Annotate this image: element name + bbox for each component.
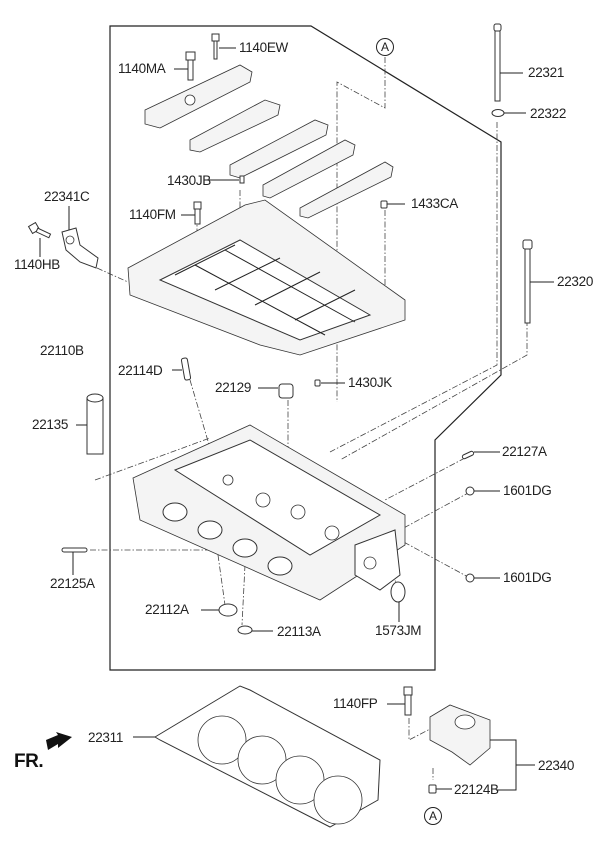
label-1140HB: 1140HB [14, 257, 60, 272]
camshaft-carrier [127, 199, 406, 356]
pin-1430JK [314, 379, 321, 387]
label-22321: 22321 [528, 65, 565, 80]
label-22129: 22129 [215, 380, 252, 395]
label-22113A: 22113A [277, 624, 321, 639]
label-1573JM: 1573JM [375, 623, 422, 638]
tube-22135 [76, 393, 104, 455]
cylinder-head [132, 424, 406, 601]
label-22110B: 22110B [40, 343, 84, 358]
reference-marker-a-top: A [376, 38, 394, 56]
front-arrow-icon [46, 732, 72, 750]
plug-1573JM [390, 581, 406, 603]
label-1140MA: 1140MA [118, 61, 166, 76]
label-1601DG-lower: 1601DG [503, 570, 552, 585]
head-bolt-22321 [493, 23, 523, 102]
label-22341C: 22341C [44, 189, 90, 204]
guide-22114D [180, 357, 192, 381]
label-1430JK: 1430JK [348, 375, 392, 390]
bolt-1140EW [211, 33, 236, 60]
label-22114D: 22114D [118, 363, 163, 378]
label-22124B: 22124B [454, 782, 499, 797]
label-22340: 22340 [538, 758, 575, 773]
bolt-1140MA [174, 51, 196, 81]
label-1140FM: 1140FM [129, 207, 176, 222]
head-bolt-22320 [522, 239, 554, 324]
label-22127A: 22127A [502, 444, 547, 459]
assembly-frame [109, 25, 502, 671]
bolt-1140FP [387, 686, 413, 716]
label-22112A: 22112A [145, 602, 189, 617]
washer-22322 [491, 109, 526, 117]
stud-22125A [61, 547, 88, 553]
stud-22127A [461, 450, 475, 460]
label-22311: 22311 [88, 730, 124, 745]
bolt-1140FM [181, 201, 202, 225]
label-1430JB: 1430JB [167, 173, 211, 188]
label-22135: 22135 [32, 417, 69, 432]
seal-ring-22112A [218, 603, 238, 617]
ball-plug-1601DG-lower [465, 573, 475, 583]
pin-1430JB [239, 175, 245, 184]
bolt-1140HB [27, 221, 52, 257]
pin-1433CA [380, 200, 388, 209]
dowel-22124B [428, 784, 437, 794]
front-direction-label: FR. [14, 751, 44, 772]
label-22125A: 22125A [50, 576, 95, 591]
housing-22340 [429, 704, 535, 791]
bracket-22341C [61, 206, 99, 269]
head-gasket-22311 [133, 685, 381, 828]
plug-22129 [278, 383, 294, 399]
seal-22113A [237, 625, 253, 635]
label-1140FP: 1140FP [333, 696, 378, 711]
ball-plug-1601DG-upper [465, 486, 475, 496]
ref-line-a [336, 57, 386, 402]
label-1433CA: 1433CA [411, 196, 458, 211]
label-1140EW: 1140EW [239, 40, 288, 55]
label-22320: 22320 [557, 274, 594, 289]
reference-marker-a-bottom: A [424, 807, 442, 825]
camshaft-bearing-caps [144, 64, 394, 219]
label-1601DG-upper: 1601DG [503, 483, 552, 498]
label-22322: 22322 [530, 106, 567, 121]
